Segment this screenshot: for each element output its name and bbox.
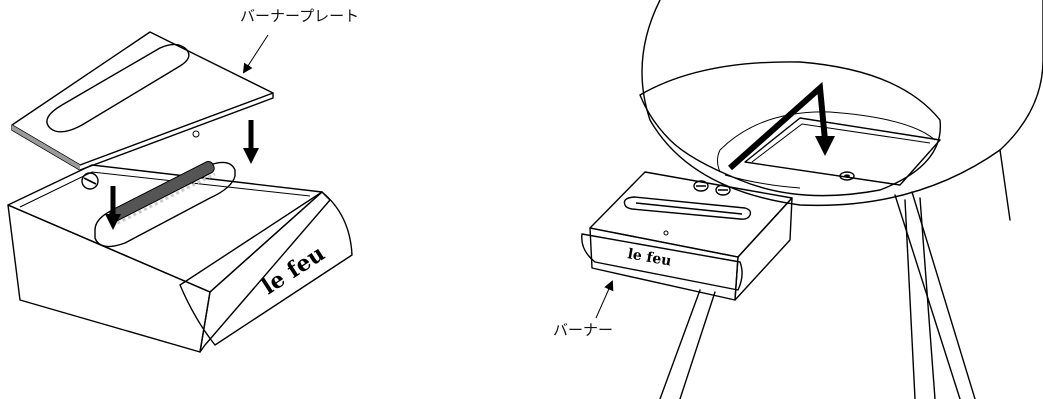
- screw-icon: [81, 172, 99, 190]
- bowl-center-hole: [839, 171, 855, 181]
- label-burner-plate: バーナープレート: [240, 7, 359, 25]
- plate-hole: [192, 130, 200, 138]
- front-panel-left: [179, 191, 353, 346]
- down-arrow-left-2: [243, 120, 259, 164]
- knob-icon: [693, 180, 709, 192]
- fire-bowl-inner: [639, 61, 942, 197]
- label-burner: バーナー: [553, 321, 613, 339]
- knob-icon: [715, 184, 731, 196]
- stand-legs: [659, 149, 1011, 399]
- fire-bowl: [641, 0, 1043, 207]
- insert-arrow: [728, 81, 835, 171]
- logo-left: le feu: [257, 240, 329, 300]
- leader-burner: [595, 280, 614, 319]
- burner-box-left: le feu: [7, 161, 353, 353]
- left-illustration: le feu バーナープレート: [7, 7, 359, 353]
- burner-holes-left: [109, 161, 216, 228]
- burner-unit-right: le feu: [581, 171, 793, 301]
- down-arrow-left-1: [105, 186, 121, 230]
- leader-burner-plate: [242, 34, 269, 74]
- burner-plate: [11, 31, 274, 171]
- front-panel-right: [581, 233, 743, 291]
- right-illustration: le feu バーナー: [553, 0, 1043, 399]
- plate-slot: [46, 43, 190, 133]
- logo-right: le feu: [626, 246, 672, 269]
